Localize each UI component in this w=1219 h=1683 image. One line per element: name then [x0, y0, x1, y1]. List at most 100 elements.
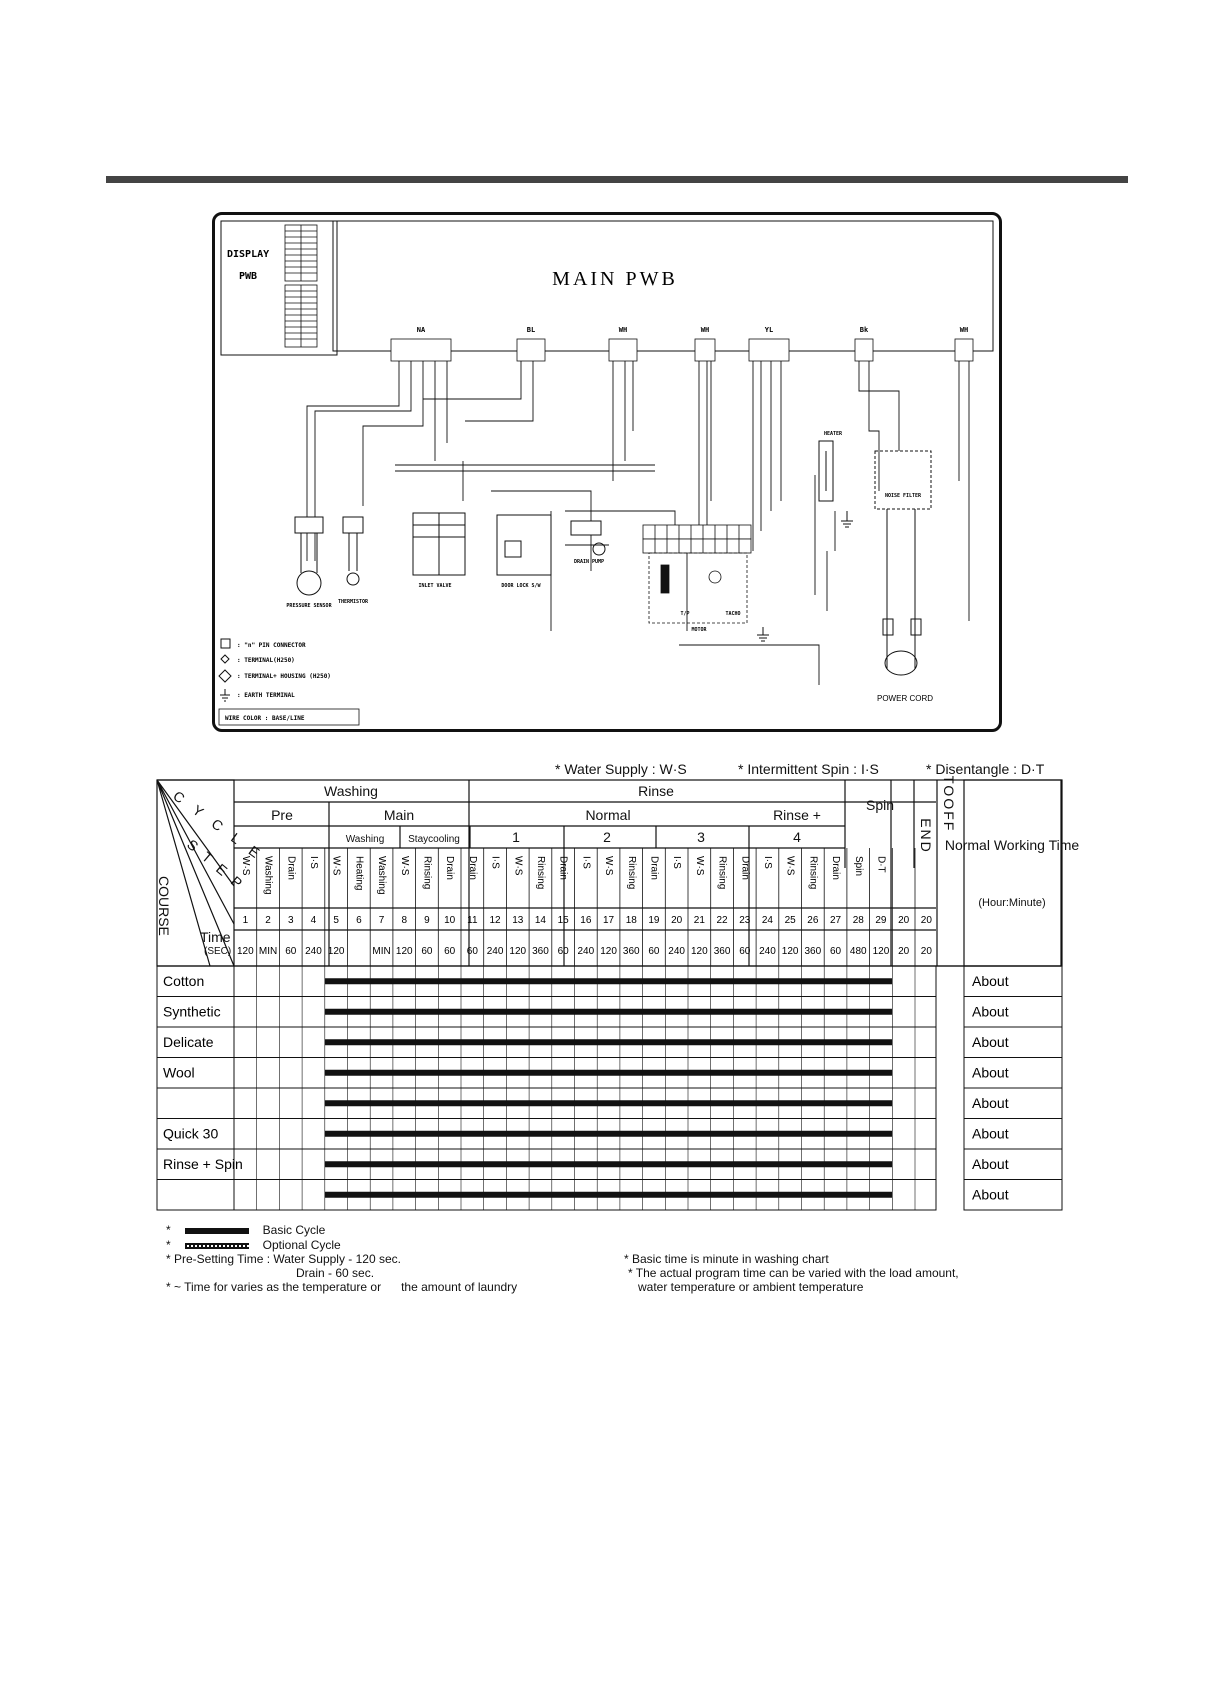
grp-autooff: AUTOOFF: [941, 776, 957, 832]
optional-cycle-label: Optional Cycle: [262, 1238, 341, 1252]
lbl-thermistor: THERMISTOR: [338, 599, 369, 605]
lbl-tacho: TACHO: [725, 611, 740, 617]
note-presetting: * Pre-Setting Time : Water Supply - 120 …: [166, 1252, 401, 1266]
wiring-diagram: DISPLAY PWB MAIN PWB NA BL WH WH YL: [212, 212, 1002, 732]
step-label: W·S: [240, 856, 251, 876]
wiring-legend: : "n" PIN CONNECTOR : TERMINAL(H250) : T…: [218, 638, 331, 702]
step-number: 29: [875, 915, 887, 926]
step-time: 60: [558, 946, 570, 957]
step-number: 7: [379, 915, 385, 926]
inlet-valve: [412, 512, 466, 576]
course-about: About: [972, 1004, 1009, 1020]
step-time: 360: [623, 946, 640, 957]
step-label: I·S: [580, 856, 591, 869]
pressure-sensor: [294, 516, 324, 596]
conn-yl: YL: [765, 326, 773, 334]
course-name: Synthetic: [163, 1004, 221, 1020]
grp-r4: 4: [793, 829, 801, 845]
step-label: W·S: [785, 856, 796, 876]
grp-normal: Normal: [585, 807, 630, 823]
step-number: 9: [424, 915, 430, 926]
course-about: About: [972, 1065, 1009, 1081]
step-number: 20: [921, 915, 933, 926]
grp-r1: 1: [512, 829, 520, 845]
course-about: About: [972, 1187, 1009, 1203]
step-time: 240: [578, 946, 595, 957]
step-time: 360: [714, 946, 731, 957]
step-label: Drain: [285, 856, 296, 880]
power-cord: [882, 509, 922, 676]
thermistor: [342, 516, 364, 586]
step-time: 120: [873, 946, 890, 957]
drain-pump: [565, 520, 609, 556]
wire-color-box: [218, 708, 360, 726]
wire-color: WIRE COLOR : BASE/LINE: [225, 715, 305, 722]
course-about: About: [972, 1156, 1009, 1172]
basic-cycle-bar: [324, 1161, 893, 1168]
step-time: 120: [509, 946, 526, 957]
step-label: Drain: [558, 856, 569, 880]
display-label-2: PWB: [239, 271, 257, 282]
step-number: 20: [898, 915, 910, 926]
wiring-svg: DISPLAY PWB MAIN PWB NA BL WH WH YL: [218, 220, 994, 726]
conn-wh2: WH: [701, 326, 709, 334]
note-drain: Drain - 60 sec.: [296, 1266, 375, 1280]
conn-wh3: WH: [960, 326, 968, 334]
motor-block: [642, 524, 752, 624]
step-label: I·S: [308, 856, 319, 869]
conn-na: NA: [417, 326, 426, 334]
grp-washing: Washing: [324, 783, 378, 799]
step-time: 120: [237, 946, 254, 957]
step-time: MIN: [372, 946, 390, 957]
step-label: I·S: [762, 856, 773, 869]
lbl-powercord: POWER CORD: [877, 694, 933, 703]
legend-housing: : TERMINAL+ HOUSING (H250): [237, 673, 331, 680]
step-label: Drain: [648, 856, 659, 880]
step-number: 23: [739, 915, 751, 926]
step-label: I·S: [671, 856, 682, 869]
step-number: 26: [807, 915, 819, 926]
lbl-drainpump: DRAIN PUMP: [574, 559, 604, 565]
note-varies: * ~ Time for varies as the temperature o…: [166, 1280, 518, 1294]
note-is: * Intermittent Spin : I·S: [738, 761, 879, 777]
course-name: Quick 30: [163, 1126, 218, 1142]
step-time: 60: [285, 946, 297, 957]
step-number: 21: [694, 915, 706, 926]
display-connectors: [284, 224, 318, 348]
header-rule: [106, 176, 1128, 183]
conn-bl: BL: [527, 326, 535, 334]
step-number: 8: [401, 915, 407, 926]
step-time: 20: [898, 946, 910, 957]
step-number: 12: [489, 915, 501, 926]
step-time: 60: [444, 946, 456, 957]
step-label: Rinsing: [717, 856, 728, 889]
step-number: 28: [853, 915, 865, 926]
step-time: 120: [396, 946, 413, 957]
notes-top: * Water Supply : W·S * Intermittent Spin…: [0, 761, 1219, 781]
course-about: About: [972, 1095, 1009, 1111]
basic-cycle-bar: [324, 1039, 893, 1046]
step-time: 360: [805, 946, 822, 957]
lbl-inlet: INLET VALVE: [418, 583, 451, 589]
step-label: W·S: [399, 856, 410, 876]
grp-spin: Spin: [866, 797, 894, 813]
grp-staycooling: Staycooling: [408, 834, 460, 845]
step-number: 5: [333, 915, 339, 926]
main-pwb-title: MAIN PWB: [552, 268, 678, 290]
step-number: 13: [512, 915, 524, 926]
step-time: 480: [850, 946, 867, 957]
step-label: Drain: [467, 856, 478, 880]
step-label: D·T: [875, 856, 886, 873]
step-label: Drain: [444, 856, 455, 880]
lbl-heater: HEATER: [824, 431, 843, 437]
step-number: 10: [444, 915, 456, 926]
course-name: Rinse + Spin: [163, 1156, 243, 1172]
corner-time-unit: (SEC): [204, 946, 231, 957]
step-label: I·S: [490, 856, 501, 869]
step-label: Rinsing: [807, 856, 818, 889]
legend-earth: : EARTH TERMINAL: [237, 692, 295, 699]
step-time: 60: [421, 946, 433, 957]
corner-time: Time: [200, 929, 231, 945]
course-about: About: [972, 1126, 1009, 1142]
conn-bk: Bk: [860, 326, 869, 334]
